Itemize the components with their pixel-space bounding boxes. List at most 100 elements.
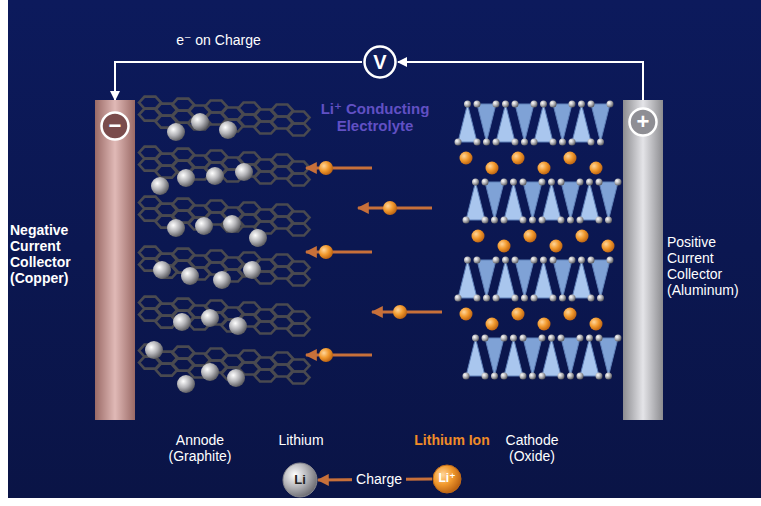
lithium-ion bbox=[319, 245, 333, 259]
oxygen-atom bbox=[548, 179, 555, 186]
lithium-ion-key: Li⁺ bbox=[432, 464, 462, 494]
oxygen-atom bbox=[577, 217, 584, 224]
ion-arrow bbox=[306, 251, 372, 254]
oxygen-atom bbox=[520, 217, 527, 224]
positive-terminal: + bbox=[627, 106, 659, 138]
oxygen-atom bbox=[577, 179, 584, 186]
lithium-ion bbox=[564, 152, 577, 165]
oxygen-atom bbox=[558, 179, 565, 186]
lithium-ion bbox=[602, 240, 615, 253]
lithium-atom bbox=[206, 167, 224, 185]
oxygen-atom bbox=[463, 217, 470, 224]
oxygen-atom bbox=[550, 257, 557, 264]
positive-current-collector: +Positive Current Collector (Aluminum) bbox=[623, 100, 663, 420]
lithium-ion bbox=[393, 305, 407, 319]
oxygen-atom bbox=[550, 139, 557, 146]
oxide-octahedron bbox=[534, 260, 553, 298]
graphite-ring bbox=[288, 324, 310, 336]
oxide-octahedron bbox=[523, 182, 542, 220]
graphite-ring bbox=[288, 262, 310, 274]
oxide-octahedron bbox=[542, 182, 561, 220]
lithium-atom bbox=[151, 177, 169, 195]
graphite-ring bbox=[288, 112, 310, 124]
oxide-octahedron bbox=[580, 182, 599, 220]
oxygen-atom bbox=[493, 257, 500, 264]
background bbox=[8, 0, 761, 498]
oxygen-atom bbox=[531, 139, 538, 146]
oxygen-atom bbox=[558, 373, 565, 380]
node-text: V bbox=[373, 51, 386, 74]
oxygen-atom bbox=[607, 257, 614, 264]
oxygen-atom bbox=[615, 335, 622, 342]
oxygen-atom bbox=[569, 139, 576, 146]
oxygen-atom bbox=[558, 217, 565, 224]
oxygen-atom bbox=[540, 257, 547, 264]
oxygen-atom bbox=[577, 335, 584, 342]
lithium-atom bbox=[173, 313, 191, 331]
oxide-octahedron bbox=[553, 104, 572, 142]
oxide-octahedron bbox=[599, 338, 618, 376]
oxygen-atom bbox=[588, 139, 595, 146]
oxygen-atom bbox=[482, 335, 489, 342]
lithium-ion-label: Lithium Ion bbox=[414, 432, 490, 448]
oxygen-atom bbox=[596, 217, 603, 224]
oxygen-atom bbox=[521, 139, 528, 146]
oxide-octahedron bbox=[515, 260, 534, 298]
lithium-atom-key: Li bbox=[282, 462, 318, 498]
oxide-octahedron bbox=[553, 260, 572, 298]
lithium-atom bbox=[177, 375, 195, 393]
oxide-octahedron bbox=[458, 104, 477, 142]
lithium-ion bbox=[319, 348, 333, 362]
lithium-atom bbox=[243, 261, 261, 279]
oxygen-atom bbox=[501, 335, 508, 342]
ion-arrow bbox=[306, 167, 372, 170]
oxygen-atom bbox=[520, 335, 527, 342]
oxide-octahedron bbox=[504, 182, 523, 220]
oxygen-atom bbox=[472, 179, 479, 186]
wire bbox=[115, 62, 362, 100]
oxide-octahedron bbox=[561, 338, 580, 376]
electrolyte-label: Li⁺ Conducting Electrolyte bbox=[300, 100, 450, 135]
oxygen-atom bbox=[493, 295, 500, 302]
anode-label: Annode (Graphite) bbox=[150, 432, 250, 464]
lithium-ion bbox=[524, 230, 537, 243]
lithium-atom bbox=[191, 113, 209, 131]
oxide-octahedron bbox=[504, 338, 523, 376]
lithium-ion bbox=[512, 308, 525, 321]
oxygen-atom bbox=[539, 373, 546, 380]
oxygen-atom bbox=[501, 179, 508, 186]
oxide-octahedron bbox=[466, 182, 485, 220]
lithium-atom bbox=[213, 271, 231, 289]
lithium-ion bbox=[486, 318, 499, 331]
oxygen-atom bbox=[501, 373, 508, 380]
oxygen-atom bbox=[567, 217, 574, 224]
graphite-ring bbox=[288, 360, 310, 372]
oxygen-atom bbox=[483, 139, 490, 146]
lithium-ion bbox=[383, 201, 397, 215]
oxygen-atom bbox=[520, 179, 527, 186]
oxygen-atom bbox=[464, 101, 471, 108]
oxygen-atom bbox=[531, 295, 538, 302]
lithium-atom bbox=[195, 217, 213, 235]
oxygen-atom bbox=[512, 257, 519, 264]
lithium-atom bbox=[167, 123, 185, 141]
negative-current-collector: −Negative Current Collector (Copper) bbox=[95, 100, 135, 420]
oxide-octahedron bbox=[496, 260, 515, 298]
oxygen-atom bbox=[540, 101, 547, 108]
cathode-label: Cathode (Oxide) bbox=[492, 432, 572, 464]
oxygen-atom bbox=[455, 139, 462, 146]
collector-label: Positive Current Collector (Aluminum) bbox=[667, 234, 757, 298]
oxygen-atom bbox=[474, 139, 481, 146]
oxygen-atom bbox=[501, 217, 508, 224]
lithium-atom bbox=[229, 317, 247, 335]
oxygen-atom bbox=[550, 101, 557, 108]
oxygen-atom bbox=[493, 139, 500, 146]
oxygen-atom bbox=[474, 295, 481, 302]
lithium-atoms bbox=[145, 113, 267, 393]
voltmeter: V bbox=[362, 44, 398, 80]
oxygen-atom bbox=[559, 295, 566, 302]
oxygen-atom bbox=[597, 139, 604, 146]
lithium-atom bbox=[181, 267, 199, 285]
lithium-ion bbox=[590, 318, 603, 331]
lithium-atom bbox=[153, 261, 171, 279]
